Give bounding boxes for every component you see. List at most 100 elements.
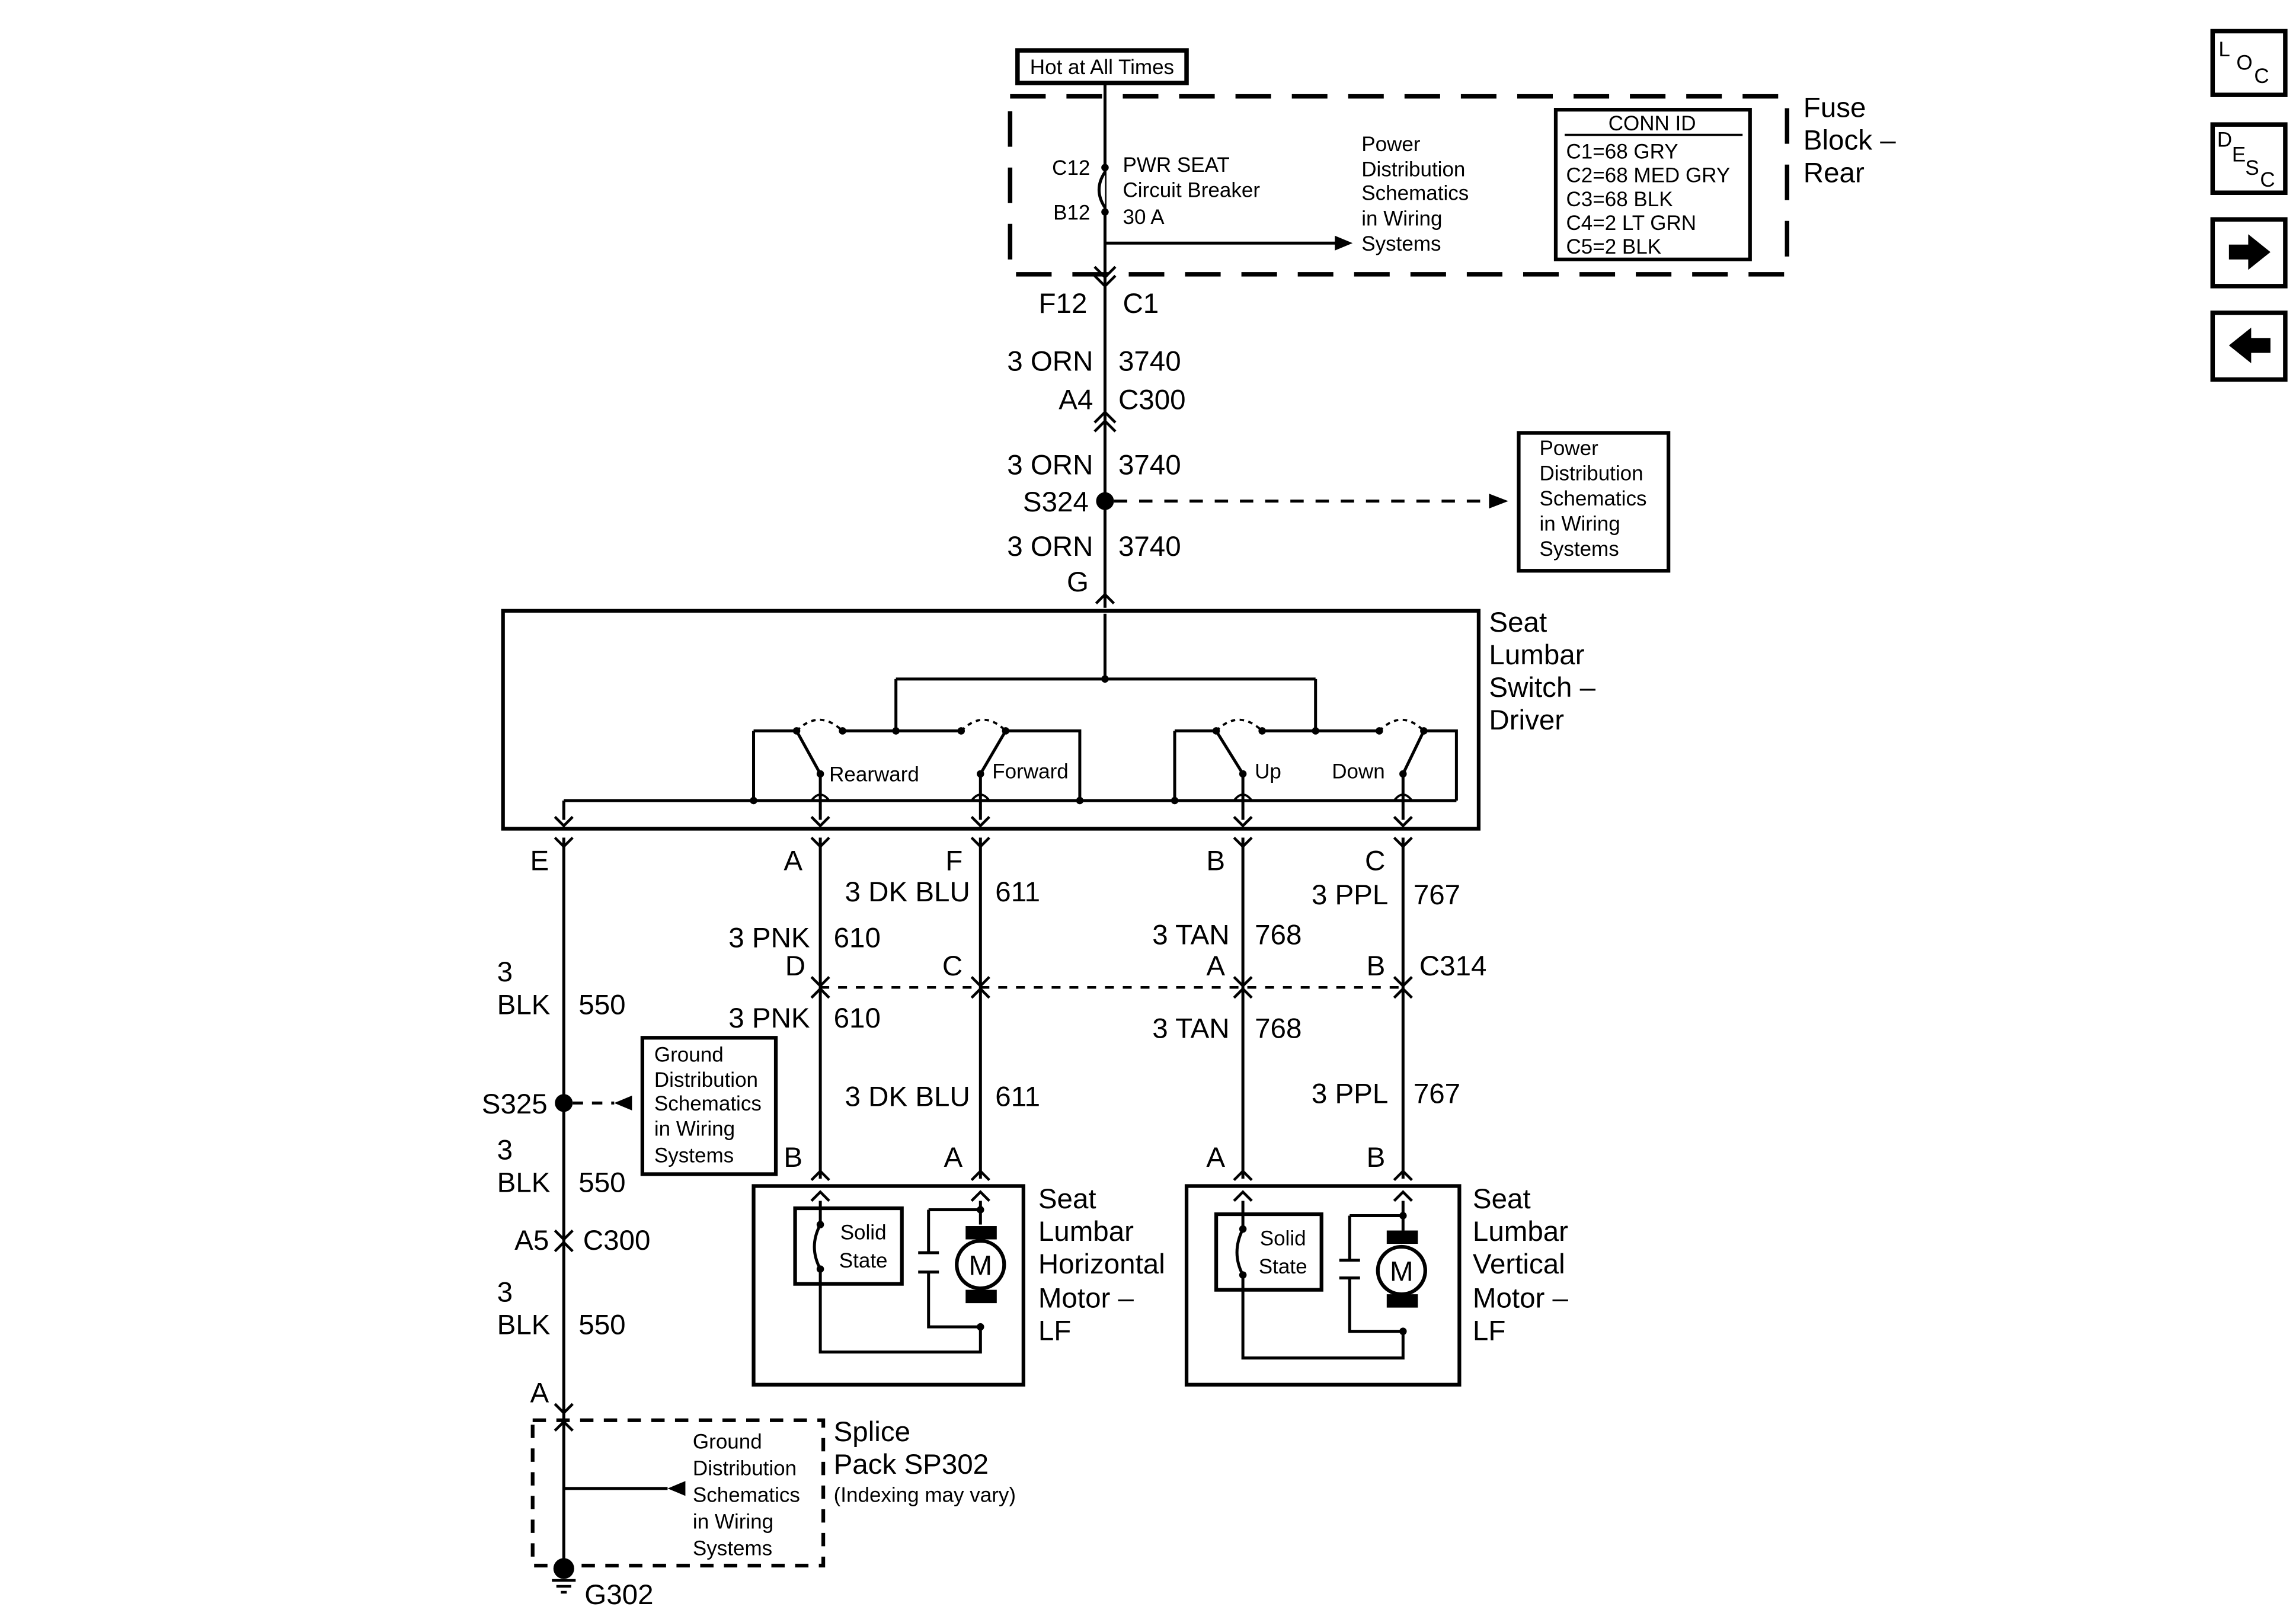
svg-text:Driver: Driver [1489,705,1564,736]
horizontal-motor-node [977,1323,984,1331]
svg-text:3: 3 [497,1277,513,1308]
conn-id-title: CONN ID [1609,112,1696,135]
svg-text:Systems: Systems [1539,537,1619,561]
svg-text:Horizontal: Horizontal [1038,1249,1165,1280]
splice-pack-outline [530,1418,826,1568]
circuit-breaker-symbol [1098,171,1107,209]
svg-text:Switch –: Switch – [1489,672,1595,703]
c1-label: C1 [1123,288,1159,319]
svg-text:Lumbar: Lumbar [1489,639,1584,671]
wire-610-bottom-circuit: 610 [834,1003,881,1034]
wire-550-top-gauge: 3 BLK [497,956,551,1020]
fuse-block-outline [1008,94,1790,277]
horizontal-motor-pin-b-label: B [784,1142,802,1173]
arrow-left-icon [667,1481,686,1496]
switch-connector-symbols [554,815,1413,849]
switch-crossover-hops [810,793,1413,802]
svg-text:Schematics: Schematics [693,1483,800,1506]
svg-text:C4=2 LT GRN: C4=2 LT GRN [1566,212,1697,235]
vertical-motor-pin-a-label: A [1206,1142,1225,1173]
svg-text:Ground: Ground [654,1043,724,1066]
horizontal-solid-state-label: Solid State [839,1221,888,1273]
wire-3740-a-gauge: 3 ORN [1007,345,1093,377]
wire-3740-b-circuit: 3740 [1118,450,1181,481]
svg-text:Systems: Systems [693,1537,772,1560]
svg-text:State: State [1259,1255,1307,1278]
switch-up-label: Up [1255,760,1281,783]
svg-text:Distribution: Distribution [1361,158,1465,181]
svg-text:Pack SP302: Pack SP302 [834,1449,989,1480]
loc-button[interactable]: L O C [2210,28,2288,97]
loc-icon: L O C [2218,38,2269,88]
svg-text:O: O [2236,52,2252,75]
wire-550-top-circuit: 550 [578,989,625,1020]
horizontal-solid-state-box [793,1206,904,1286]
power-distribution-ref-text: Power Distribution Schematics in Wiring … [1539,437,1646,561]
vertical-motor-name: Seat Lumbar Vertical Motor – LF [1473,1183,1569,1347]
desc-button[interactable]: D E S C [2210,122,2288,195]
svg-text:Distribution: Distribution [1539,462,1643,485]
vertical-solid-state-label: Solid State [1259,1227,1307,1279]
arrow-left-icon [614,1095,632,1110]
c314-pin-a-label: A [1206,950,1225,982]
fuse-block-name: Fuse Block – Rear [1803,92,1896,189]
svg-text:Schematics: Schematics [1539,487,1646,510]
splice-pack-name: Splice Pack SP302 [834,1416,989,1480]
svg-text:BLK: BLK [497,989,551,1020]
svg-text:BLK: BLK [497,1167,551,1198]
c314-pin-c-label: C [942,950,962,982]
svg-text:C5=2 BLK: C5=2 BLK [1566,235,1662,258]
ground-distribution-ref-box [640,1036,778,1176]
horizontal-motor-brush [965,1226,997,1240]
svg-text:in Wiring: in Wiring [654,1117,735,1140]
arrow-right-icon [1489,494,1508,509]
vertical-solid-state-box [1214,1212,1323,1292]
svg-text:Solid: Solid [840,1221,887,1244]
wire-550-mid-circuit: 550 [578,1167,625,1198]
svg-text:Seat: Seat [1473,1183,1531,1215]
svg-text:C: C [2260,168,2275,191]
svg-text:Power: Power [1361,133,1421,156]
svg-text:Lumbar: Lumbar [1038,1216,1134,1247]
svg-text:Ground: Ground [693,1430,762,1453]
vertical-motor-node [1399,1327,1407,1335]
c12-terminal [1101,164,1109,171]
svg-text:Seat: Seat [1489,607,1547,638]
splice-s325-label: S325 [482,1089,548,1120]
wire-3740-c-circuit: 3740 [1118,531,1181,562]
svg-text:C3=68 BLK: C3=68 BLK [1566,188,1673,211]
svg-text:LF: LF [1473,1316,1505,1347]
switch-output-wires [818,773,1405,820]
switch-rearward-label: Rearward [829,763,919,786]
svg-text:C: C [2254,65,2269,88]
breaker-label: PWR SEAT Circuit Breaker 30 A [1123,153,1260,229]
previous-button[interactable] [2210,311,2288,382]
svg-text:S: S [2245,156,2259,180]
svg-text:E: E [2232,143,2246,167]
c12-label: C12 [1052,156,1090,180]
desc-icon: D E S C [2217,129,2275,192]
ground-icon [552,1579,576,1594]
wire-3740-b-gauge: 3 ORN [1007,450,1093,481]
wire-767-top-gauge: 3 PPL [1312,879,1388,911]
svg-text:Rear: Rear [1803,158,1865,189]
svg-text:State: State [839,1249,888,1272]
wire-610-top-gauge: 3 PNK [728,923,810,954]
switch-pin-f-label: F [945,846,962,877]
switch-pin-e-label: E [530,846,549,877]
wire-611-top-circuit: 611 [995,876,1040,908]
connector-g-symbol [1095,593,1115,604]
svg-text:D: D [2217,129,2232,152]
splice-s324-dot [1096,492,1114,510]
wire-611-top-gauge: 3 DK BLU [845,876,970,908]
wire-550-bottom-gauge: 3 BLK [497,1277,551,1341]
splice-s324-label: S324 [1023,487,1089,518]
svg-text:3: 3 [497,1134,513,1166]
svg-text:Circuit Breaker: Circuit Breaker [1123,179,1260,202]
svg-text:C2=68 MED GRY: C2=68 MED GRY [1566,164,1731,187]
svg-text:30 A: 30 A [1123,206,1165,229]
svg-text:Solid: Solid [1260,1227,1306,1250]
next-button[interactable] [2210,217,2288,289]
svg-text:in Wiring: in Wiring [1539,513,1620,536]
c314-name-label: C314 [1419,950,1487,982]
